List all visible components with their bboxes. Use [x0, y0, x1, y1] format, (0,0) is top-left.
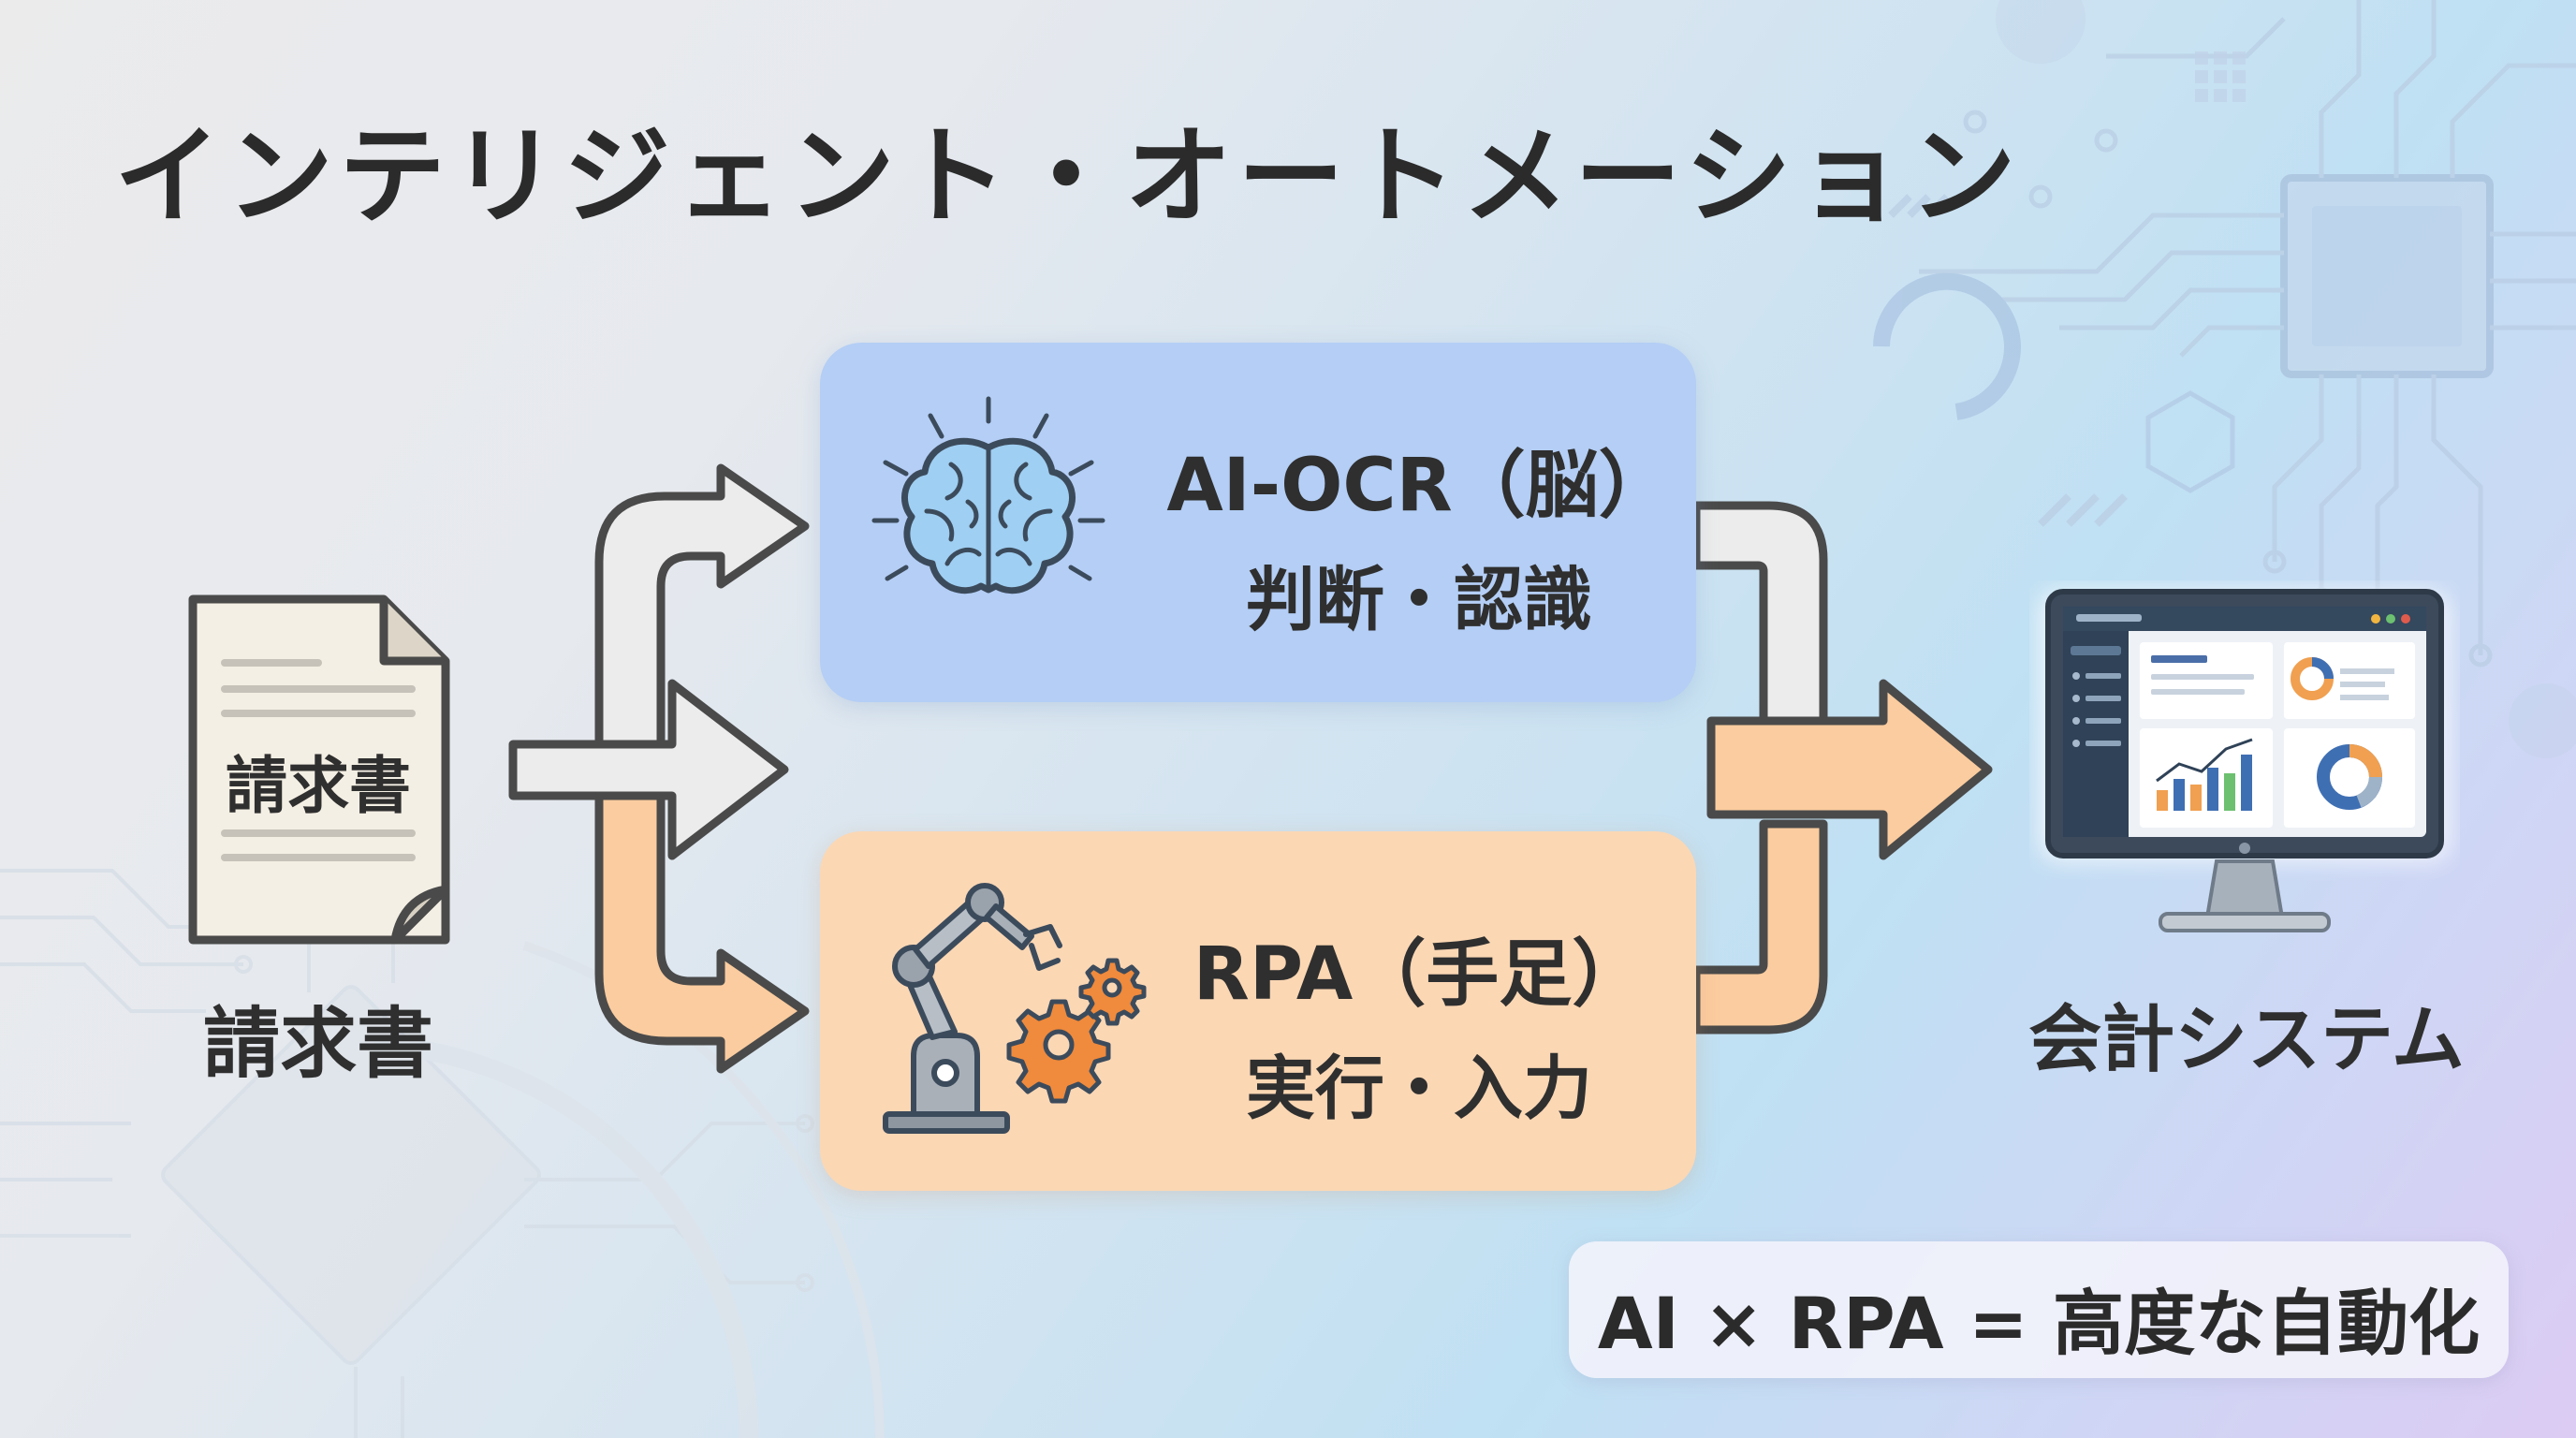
accounting-system-label: 会計システム	[2028, 998, 2465, 1082]
monitor-dashboard-icon	[2039, 589, 2451, 932]
ai-ocr-box: AI-OCR（脳） 判断・認識	[820, 343, 1696, 702]
arrow-ai-ocr-out	[1691, 501, 1828, 726]
document-icon	[188, 594, 450, 945]
document-label: 請求書	[202, 1000, 433, 1089]
rpa-title: RPA（手足）	[1193, 932, 1646, 1017]
document-icon-text: 請求書	[226, 750, 411, 822]
brain-icon	[871, 396, 1105, 594]
formula-text: AI × RPA = 高度な自動化	[1597, 1282, 2481, 1365]
arrow-to-accounting	[1706, 679, 1993, 860]
arrow-to-ai-ocr	[594, 463, 810, 749]
document: 請求書	[178, 588, 459, 953]
rpa-box: RPA（手足） 実行・入力	[820, 831, 1696, 1191]
formula-badge: AI × RPA = 高度な自動化	[1569, 1241, 2509, 1378]
arrow-rpa-out	[1691, 819, 1828, 1034]
robot-arm-icon	[883, 883, 1147, 1134]
arrow-to-rpa	[594, 791, 810, 1074]
arrow-document-out	[508, 679, 789, 860]
accounting-system	[2029, 580, 2460, 955]
ai-ocr-title: AI-OCR（脳）	[1166, 444, 1672, 528]
page-title: インテリジェント・オートメーション	[114, 114, 2022, 239]
rpa-subtitle: 実行・入力	[1246, 1049, 1592, 1129]
ai-ocr-subtitle: 判断・認識	[1246, 560, 1592, 640]
